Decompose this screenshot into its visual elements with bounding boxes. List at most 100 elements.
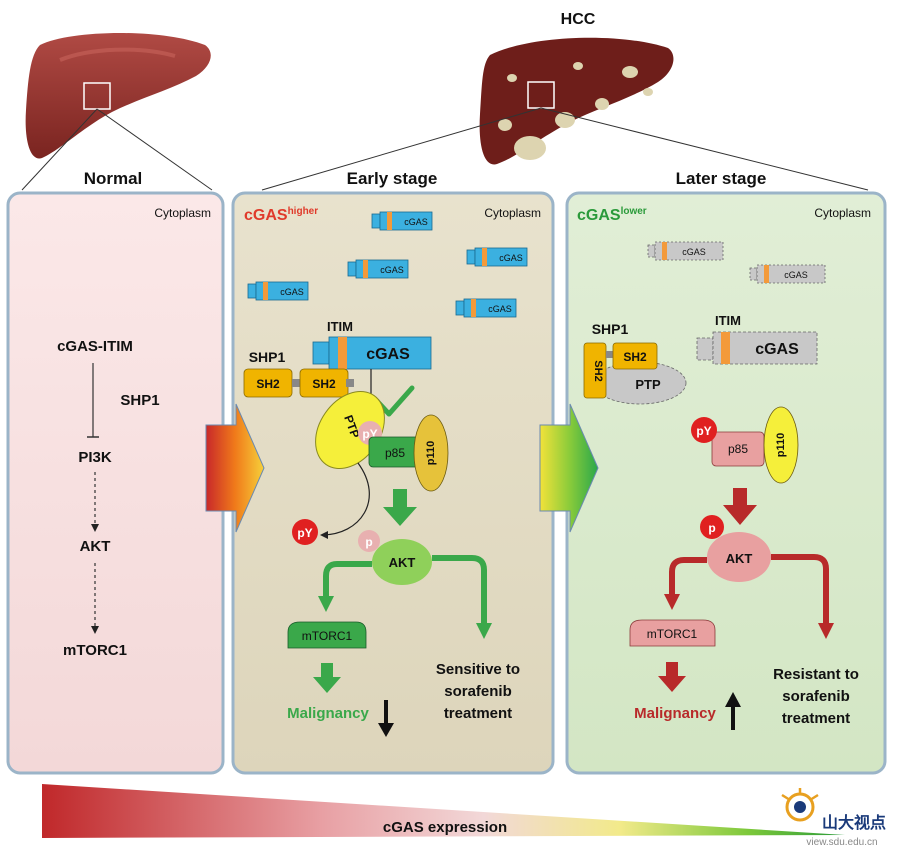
svg-text:mTORC1: mTORC1 <box>647 627 698 641</box>
panel-title-normal: Normal <box>84 169 143 188</box>
cgas-expression-wedge <box>42 784 845 838</box>
tumor-nodule <box>622 66 638 78</box>
cytoplasm-label-later: Cytoplasm <box>814 206 871 220</box>
watermark-logo-icon <box>781 788 819 822</box>
tumor-nodule <box>595 98 609 110</box>
mtorc1-box: mTORC1 <box>287 621 367 649</box>
later-outcome-line3: treatment <box>782 710 850 727</box>
tumor-nodule <box>643 88 653 96</box>
svg-text:p: p <box>365 535 372 549</box>
early-malignancy-label: Malignancy <box>287 705 369 722</box>
hcc-liver-image <box>479 37 674 165</box>
arrow-akt-to-mtorc1-later <box>664 557 707 610</box>
tumor-nodule <box>573 62 583 70</box>
transition-arrow-1 <box>205 403 265 533</box>
shp1-sh2-domains-later: SH2 SH2 <box>583 342 658 399</box>
watermark-text: 山大视点 <box>822 813 886 832</box>
later-malignancy-label: Malignancy <box>634 705 716 722</box>
akt-node-later: AKT <box>707 532 771 582</box>
svg-text:cGAS: cGAS <box>488 304 512 314</box>
up-arrow-icon <box>725 692 741 730</box>
svg-text:p110: p110 <box>775 433 787 457</box>
cgas-molecule-gray: cGAS <box>647 241 724 261</box>
py-badge-released: pY <box>292 519 318 545</box>
early-outcome-line2: sorafenib <box>444 683 512 700</box>
svg-text:pY: pY <box>696 424 711 438</box>
transition-arrow-2 <box>539 403 599 533</box>
cgas-higher-label: cGAShigher <box>244 206 318 224</box>
tumor-nodule <box>555 112 575 128</box>
svg-text:mTORC1: mTORC1 <box>302 629 353 643</box>
later-outcome-line2: sorafenib <box>782 688 850 705</box>
normal-akt-label: AKT <box>80 538 111 555</box>
cgas-molecule: cGAS <box>455 298 517 318</box>
watermark-url: view.sdu.edu.cn <box>806 837 877 848</box>
cgas-itim-molecule: cGAS <box>312 336 432 370</box>
cgas-itim-molecule-gray: cGAS <box>696 331 818 365</box>
normal-shp1-label: SHP1 <box>120 392 159 409</box>
later-outcome-line1: Resistant to <box>773 666 859 683</box>
ptp-domain: PTP <box>315 391 385 469</box>
svg-text:cGAS: cGAS <box>682 247 706 257</box>
svg-text:SH2: SH2 <box>592 360 604 381</box>
panel-later <box>565 191 887 775</box>
zoom-line-hcc-left <box>261 107 542 191</box>
panel-title-early: Early stage <box>347 169 438 188</box>
cytoplasm-label-normal: Cytoplasm <box>154 206 211 220</box>
dephosphorylation-arrow <box>320 462 370 539</box>
svg-text:pY: pY <box>297 526 312 540</box>
later-itim-label: ITIM <box>715 313 741 328</box>
cgas-molecule: cGAS <box>371 211 433 231</box>
svg-text:cGAS: cGAS <box>280 287 304 297</box>
svg-text:AKT: AKT <box>389 555 416 570</box>
tumor-nodule <box>498 119 512 131</box>
normal-pi3k-label: PI3K <box>78 449 112 466</box>
svg-text:p: p <box>708 521 715 535</box>
p-badge-later: p <box>700 515 724 539</box>
arrow-pi3k-to-akt <box>383 489 417 526</box>
svg-text:cGAS: cGAS <box>784 270 808 280</box>
svg-text:p85: p85 <box>728 442 748 456</box>
cgas-molecule-gray: cGAS <box>749 264 826 284</box>
svg-text:SH2: SH2 <box>256 377 280 391</box>
panel-title-later: Later stage <box>676 169 767 188</box>
svg-text:cGAS: cGAS <box>380 265 404 275</box>
normal-cgas-itim-label: cGAS-ITIM <box>57 338 133 355</box>
svg-text:PTP: PTP <box>635 377 661 392</box>
mtorc1-box-later: mTORC1 <box>629 619 716 647</box>
early-outcome-line3: treatment <box>444 705 512 722</box>
p110-subunit-later: p110 <box>763 406 799 484</box>
early-shp1-label: SHP1 <box>249 349 286 365</box>
svg-text:SH2: SH2 <box>623 350 647 364</box>
early-itim-label: ITIM <box>327 319 353 334</box>
cytoplasm-label-early: Cytoplasm <box>484 206 541 220</box>
svg-text:SH2: SH2 <box>312 377 336 391</box>
p85-subunit: p85 <box>368 436 422 468</box>
down-arrow-icon <box>378 700 394 737</box>
later-shp1-label: SHP1 <box>592 321 629 337</box>
py-badge-later: pY <box>691 417 717 443</box>
arrow-mtorc1-to-malignancy-later <box>658 662 686 692</box>
shp1-sh2-domains: SH2 SH2 <box>243 368 354 398</box>
normal-mtorc1-label: mTORC1 <box>63 642 127 659</box>
ptp-domain-gray: PTP <box>593 361 687 405</box>
arrow-pi3k-to-akt-later <box>723 488 757 525</box>
cgas-expression-label: cGAS expression <box>383 819 507 836</box>
svg-text:p110: p110 <box>425 441 437 465</box>
akt-node: AKT <box>372 539 432 585</box>
arrow-akt-to-sorafenib <box>432 555 492 639</box>
arrow-akt-to-mtorc1 <box>318 561 372 612</box>
cgas-molecule: cGAS <box>347 259 409 279</box>
p-badge: p <box>358 530 380 552</box>
arrow-akt-to-sorafenib-later <box>771 554 834 639</box>
cgas-molecule: cGAS <box>247 281 309 301</box>
panel-normal <box>6 191 225 775</box>
cgas-molecule: cGAS <box>466 247 528 267</box>
normal-liver-image <box>25 32 211 159</box>
zoom-line-normal-right <box>96 108 213 191</box>
tumor-nodule <box>507 74 517 82</box>
arrow-mtorc1-to-malignancy <box>313 663 341 693</box>
zoom-line-normal-left <box>21 108 98 191</box>
hcc-title: HCC <box>561 11 596 28</box>
